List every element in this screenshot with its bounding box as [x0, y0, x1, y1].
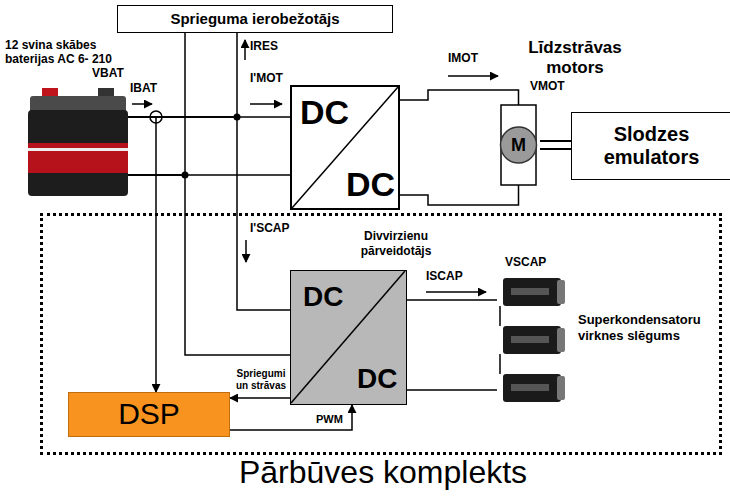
node-heading: 12 svina skābes baterijas AC 6- 210	[5, 38, 145, 66]
node-heading: DC	[303, 281, 343, 313]
signal-arrow	[230, 405, 352, 430]
current-arrow	[448, 75, 498, 77]
signal-arrow	[230, 397, 290, 399]
wire	[400, 90, 519, 105]
node-label: Slodzes emulators	[572, 123, 730, 169]
diagonal-line	[292, 87, 398, 208]
node-label: DSP	[118, 397, 180, 432]
series-link	[499, 306, 501, 326]
signal-label: ISCAP	[426, 270, 463, 284]
motor-housing	[501, 105, 536, 185]
load-emulator: Slodzes emulators	[571, 112, 730, 180]
supercapacitor	[503, 374, 561, 402]
series-link	[499, 354, 501, 374]
node-art	[497, 272, 567, 408]
signal-label: IMOT	[448, 52, 478, 66]
wire	[400, 185, 519, 205]
capacitor-end	[557, 376, 565, 400]
wire	[407, 389, 497, 391]
signal-label: I'SCAP	[250, 222, 290, 236]
edge-label: Spriegumi un strāvas	[232, 368, 290, 392]
battery-body	[28, 110, 128, 196]
shaft-line	[540, 148, 571, 150]
current-arrow	[245, 240, 247, 262]
capacitor-label	[511, 336, 549, 343]
signal-label: VMOT	[530, 80, 565, 94]
dsp-box: DSP	[68, 392, 230, 437]
node-heading: Divvirzienu pārveidotājs	[346, 229, 446, 259]
signal-arrow	[128, 117, 156, 392]
retrofit-kit-region: Pārbūves komplektsDivvirzienu pārveidotā…	[40, 213, 722, 455]
current-arrow	[250, 103, 282, 105]
dc-motor: Līdzstrāvas motorsM	[497, 105, 540, 185]
node-art	[28, 88, 128, 196]
current-arrow	[426, 291, 486, 293]
dc-dc-converter: DC DC	[290, 85, 400, 210]
battery-stripe	[28, 148, 128, 151]
node-heading: DC	[346, 165, 395, 204]
signal-label: IBAT	[130, 82, 157, 96]
battery-band	[28, 143, 128, 173]
signal-label: IRES	[250, 40, 278, 54]
wire	[540, 140, 571, 142]
node-label: M	[511, 135, 526, 156]
wire	[128, 175, 290, 355]
capacitor-end	[557, 328, 565, 352]
node-heading: Līdzstrāvas motors	[505, 38, 645, 78]
capacitor-label	[511, 384, 549, 391]
signal-label: I'MOT	[250, 72, 283, 86]
signal-label: VBAT	[92, 67, 124, 81]
capacitor-label	[511, 288, 549, 295]
node-heading: Superkondensatoru virknes slēgums	[578, 312, 720, 343]
motor-rotor	[501, 127, 537, 163]
bidirectional-converter: Divvirzienu pārveidotājsDCDC	[290, 270, 407, 405]
node-heading: Pārbūves komplekts	[193, 455, 573, 490]
node-heading: DC	[300, 93, 349, 132]
edge-label: PWM	[316, 413, 343, 426]
node-label: Sprieguma ierobežotājs	[170, 10, 339, 27]
wire	[407, 299, 497, 301]
supercapacitor	[503, 326, 561, 354]
current-arrow	[244, 40, 246, 60]
node-heading: DC	[357, 363, 397, 395]
diagonal-line	[291, 271, 405, 403]
limiter-box: Sprieguma ierobežotājs	[117, 5, 393, 33]
current-arrow	[132, 103, 152, 105]
battery: 12 svina skābes baterijas AC 6- 210	[28, 88, 128, 196]
wire	[128, 33, 237, 117]
supercapacitor	[503, 278, 561, 306]
capacitor-end	[557, 280, 565, 304]
supercapacitor-bank: Superkondensatoru virknes slēgums	[497, 272, 567, 408]
signal-label: VSCAP	[505, 256, 546, 270]
